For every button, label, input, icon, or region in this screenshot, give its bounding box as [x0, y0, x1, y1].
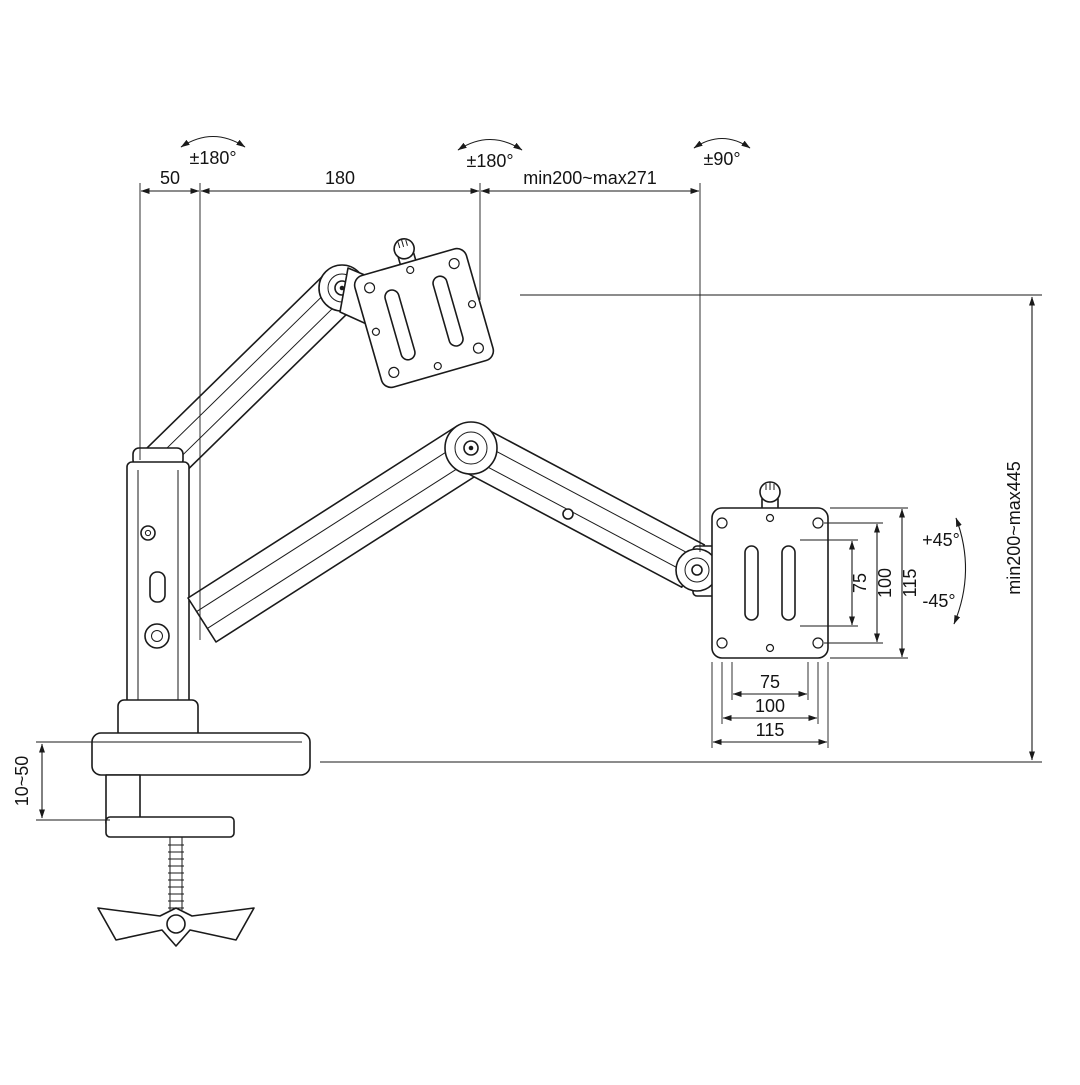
pole-assembly — [117, 447, 199, 739]
dim-label-height-range: min200~max445 — [1004, 461, 1024, 595]
right-plate-slots — [744, 545, 796, 621]
dim-label-arm-segment: 180 — [325, 168, 355, 188]
dim-label-vesa-v-outer: 115 — [900, 569, 920, 598]
tilt-label-up: +45° — [922, 530, 960, 550]
dimension-annotations: ±180° ±180° ±90° 50 180 min200~max271 mi… — [12, 136, 1042, 821]
top-dimension-chain: 50 180 min200~max271 — [139, 168, 701, 640]
clamp-wing-knob — [97, 907, 255, 947]
rotation-arrow-left — [180, 136, 246, 148]
elbow-joint — [444, 421, 498, 475]
clamp-screw — [168, 837, 184, 910]
tilt-label-down: -45° — [922, 591, 955, 611]
rotation-label-left: ±180° — [189, 148, 236, 168]
tilt-annotation: +45° -45° — [922, 517, 967, 625]
rotation-arrow-middle — [457, 139, 523, 151]
dim-label-vesa-v-inner: 75 — [850, 573, 870, 593]
front-arm-link — [187, 425, 486, 643]
dim-label-vesa-v-middle: 100 — [875, 568, 895, 598]
dim-label-vesa-h-inner: 75 — [760, 672, 780, 692]
right-vesa-plate — [711, 481, 829, 659]
rotation-label-right: ±90° — [703, 149, 740, 169]
dim-label-reach: min200~max271 — [523, 168, 657, 188]
right-plate-holes — [716, 513, 824, 653]
upper-plate-holes — [363, 257, 485, 379]
height-dimension: min200~max445 — [320, 294, 1042, 763]
upper-plate-slots — [384, 275, 464, 361]
vesa-horizontal-dimensions: 75 100 115 — [711, 662, 829, 748]
clamp-thickness-dimension: 10~50 — [12, 741, 120, 821]
rotation-arrow-right — [693, 137, 751, 149]
dim-label-base-offset: 50 — [160, 168, 180, 188]
desk-clamp — [91, 732, 311, 947]
wrist-joint — [675, 545, 719, 597]
dim-label-clamp-range: 10~50 — [12, 756, 32, 807]
dim-label-vesa-h-middle: 100 — [755, 696, 785, 716]
dim-label-vesa-h-outer: 115 — [756, 720, 785, 740]
rotation-label-middle: ±180° — [466, 151, 513, 171]
monitor-arm-drawing — [91, 237, 829, 947]
vesa-vertical-dimensions: 75 100 115 — [800, 507, 920, 659]
upper-vesa-plate — [353, 237, 495, 389]
